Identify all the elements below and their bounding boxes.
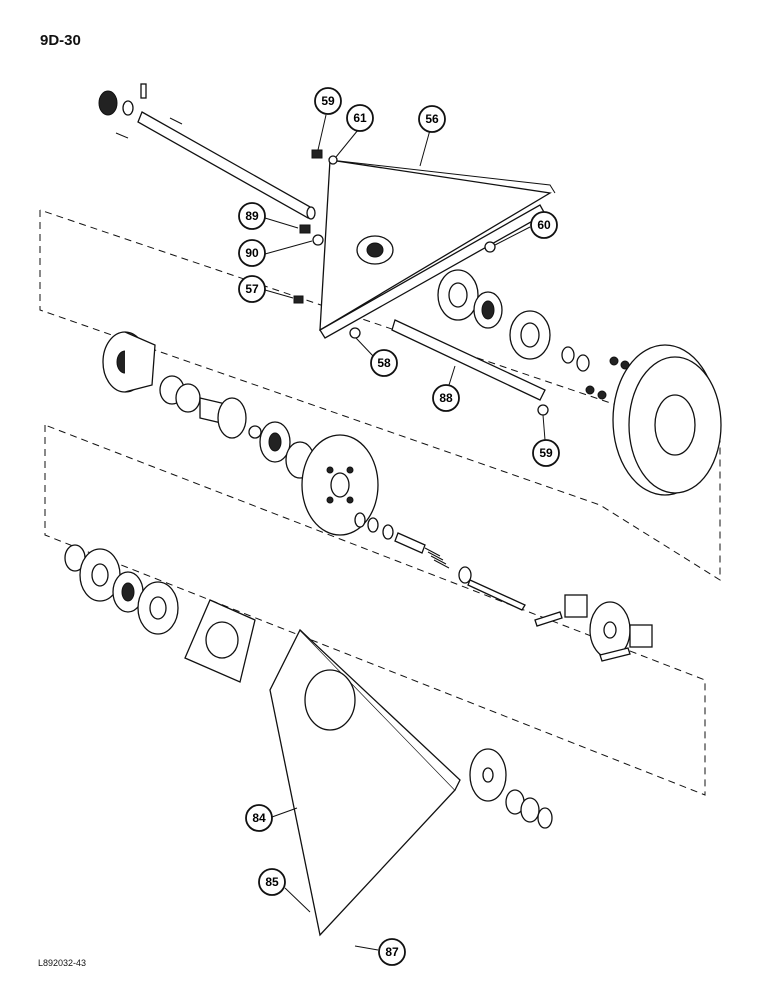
callout-59-bottom: 59: [532, 439, 560, 467]
callout-57: 57: [238, 275, 266, 303]
large-pulley: [585, 344, 722, 496]
callout-56: 56: [418, 105, 446, 133]
callout-90: 90: [238, 239, 266, 267]
clutch-disc: [301, 434, 379, 536]
svg-text:61: 61: [353, 111, 367, 125]
svg-text:60: 60: [537, 218, 551, 232]
svg-text:85: 85: [265, 875, 279, 889]
svg-text:57: 57: [245, 282, 259, 296]
callout-88: 88: [432, 384, 460, 412]
page-label: 9D-30: [40, 32, 81, 49]
callout-61: 61: [346, 104, 374, 132]
upper-assembly-outline: [39, 209, 721, 581]
triangular-support-plate: [319, 159, 556, 339]
callout-85: 85: [258, 868, 286, 896]
figure-code: L892032-43: [38, 958, 87, 968]
lower-side-plate: [269, 628, 461, 937]
callout-59-top: 59: [314, 87, 342, 115]
svg-text:59: 59: [539, 446, 553, 460]
leader-lines: [264, 114, 546, 951]
spring-rod-assembly: [354, 512, 526, 611]
callout-60: 60: [530, 211, 558, 239]
callout-58: 58: [370, 349, 398, 377]
support-bar: [391, 319, 546, 401]
svg-text:90: 90: [245, 246, 259, 260]
lower-assembly-outline: [44, 424, 706, 796]
svg-text:87: 87: [385, 945, 399, 959]
svg-text:56: 56: [425, 112, 439, 126]
sprocket-assembly: [469, 594, 653, 829]
callout-87: 87: [378, 938, 406, 966]
lower-bearing-stack: [64, 544, 179, 635]
svg-text:59: 59: [321, 94, 335, 108]
upper-bearing-stack: [437, 269, 590, 372]
drive-shaft-assembly: [98, 83, 316, 220]
svg-text:58: 58: [377, 356, 391, 370]
svg-text:88: 88: [439, 391, 453, 405]
clutch-hub-assembly: [102, 331, 315, 479]
svg-text:84: 84: [252, 811, 266, 825]
callout-89: 89: [238, 202, 266, 230]
callout-84: 84: [245, 804, 273, 832]
svg-text:89: 89: [245, 209, 259, 223]
plate-hardware: [293, 149, 549, 416]
flange-plate: [184, 599, 256, 683]
